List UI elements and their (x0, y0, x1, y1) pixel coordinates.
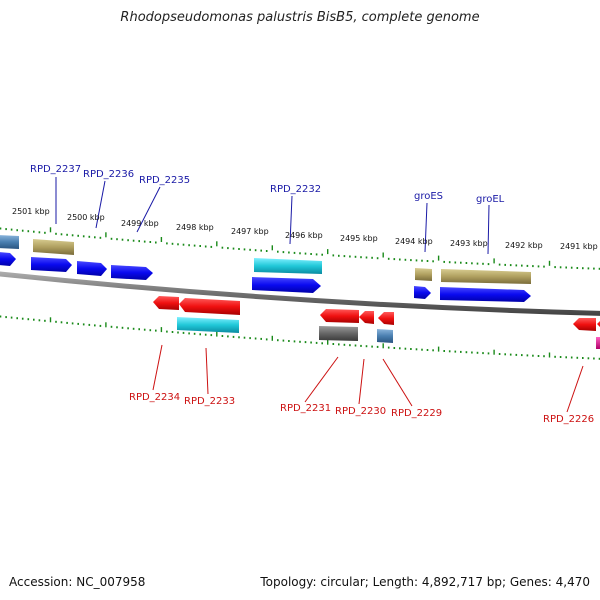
kbp-label: 2495 kbp (340, 234, 378, 243)
leader-rpd2231 (304, 356, 339, 403)
reverse-cds-row (153, 296, 600, 331)
gene-labels-bottom: RPD_2234 RPD_2233 RPD_2231 RPD_2230 RPD_… (129, 392, 594, 425)
genome-summary-text: Topology: circular; Length: 4,892,717 bp… (260, 575, 590, 589)
feature-olive[interactable] (33, 239, 74, 255)
genome-backbone (0, 271, 600, 316)
feature-pink[interactable] (596, 337, 600, 349)
gene-label-rpd2226[interactable]: RPD_2226 (543, 414, 594, 425)
gene-arrow-rpd2226[interactable] (573, 318, 596, 331)
accession-text: Accession: NC_007958 (9, 575, 146, 589)
leader-rpd2230 (358, 358, 365, 405)
leader-groel (487, 204, 490, 255)
label-leaders (55, 177, 584, 413)
top-scale-ticks (0, 227, 600, 270)
gene-label-rpd2233[interactable]: RPD_2233 (184, 396, 235, 407)
feature-olive-groel[interactable] (441, 269, 531, 284)
gene-label-rpd2230[interactable]: RPD_2230 (335, 406, 386, 417)
kbp-label: 2498 kbp (176, 223, 214, 232)
forward-cds-row (0, 252, 531, 302)
top-feature-row (0, 235, 531, 284)
feature-steel-rpd2229[interactable] (377, 329, 393, 343)
leader-rpd2226 (566, 365, 584, 413)
gene-arrow-rpd2229[interactable] (378, 312, 394, 325)
gene-label-rpd2231[interactable]: RPD_2231 (280, 403, 331, 414)
gene-arrow-forward[interactable] (0, 252, 16, 266)
leader-rpd2232 (289, 195, 293, 245)
gene-label-rpd2237[interactable]: RPD_2237 (30, 164, 81, 175)
feature-cyan-rpd2233[interactable] (177, 317, 239, 333)
kbp-label: 2491 kbp (560, 242, 598, 251)
kbp-label: 2493 kbp (450, 239, 488, 248)
gene-arrow-rpd2230[interactable] (359, 311, 374, 324)
gene-arrow-rpd2232[interactable] (252, 277, 321, 293)
gene-arrow-rpd2237[interactable] (31, 257, 72, 272)
leader-groes (424, 202, 428, 253)
feature-grey-rpd2231[interactable] (319, 326, 358, 341)
kbp-label: 2492 kbp (505, 241, 543, 250)
gene-labels-top: RPD_2237 RPD_2236 RPD_2235 RPD_2232 groE… (30, 164, 505, 205)
kbp-labels: 2501 kbp 2500 kbp 2499 kbp 2498 kbp 2497… (12, 207, 598, 251)
feature-steel[interactable] (0, 235, 19, 249)
kbp-label: 2499 kbp (121, 219, 159, 228)
gene-arrow-right-edge[interactable] (597, 318, 600, 331)
gene-arrow-rpd2233[interactable] (179, 298, 240, 315)
gene-label-rpd2235[interactable]: RPD_2235 (139, 175, 190, 186)
leader-rpd2234 (152, 344, 163, 391)
gene-label-rpd2234[interactable]: RPD_2234 (129, 392, 180, 403)
gene-label-rpd2236[interactable]: RPD_2236 (83, 169, 134, 180)
feature-olive-groes[interactable] (415, 268, 432, 281)
gene-label-groes[interactable]: groES (414, 191, 443, 202)
leader-rpd2236 (95, 180, 106, 229)
gene-arrow-groel[interactable] (440, 287, 531, 302)
kbp-label: 2496 kbp (285, 231, 323, 240)
leader-rpd2235 (136, 186, 161, 233)
map-title: Rhodopseudomonas palustris BisB5, comple… (120, 10, 480, 25)
kbp-label: 2497 kbp (231, 227, 269, 236)
bottom-scale-ticks (0, 315, 600, 360)
gene-arrow-rpd2236[interactable] (77, 261, 107, 276)
gene-label-rpd2229[interactable]: RPD_2229 (391, 408, 442, 419)
gene-label-groel[interactable]: groEL (476, 194, 505, 205)
gene-arrow-rpd2235[interactable] (111, 265, 153, 280)
gene-label-rpd2232[interactable]: RPD_2232 (270, 184, 321, 195)
gene-arrow-rpd2234[interactable] (153, 296, 179, 310)
kbp-label: 2500 kbp (67, 213, 105, 222)
leader-rpd2233 (205, 347, 209, 395)
kbp-label: 2494 kbp (395, 237, 433, 246)
gene-arrow-groes[interactable] (414, 286, 431, 299)
kbp-label: 2501 kbp (12, 207, 50, 216)
bottom-feature-row (177, 317, 600, 349)
gene-arrow-rpd2231[interactable] (320, 309, 359, 323)
leader-rpd2229 (382, 358, 413, 407)
feature-cyan-rpd2232[interactable] (254, 258, 322, 274)
